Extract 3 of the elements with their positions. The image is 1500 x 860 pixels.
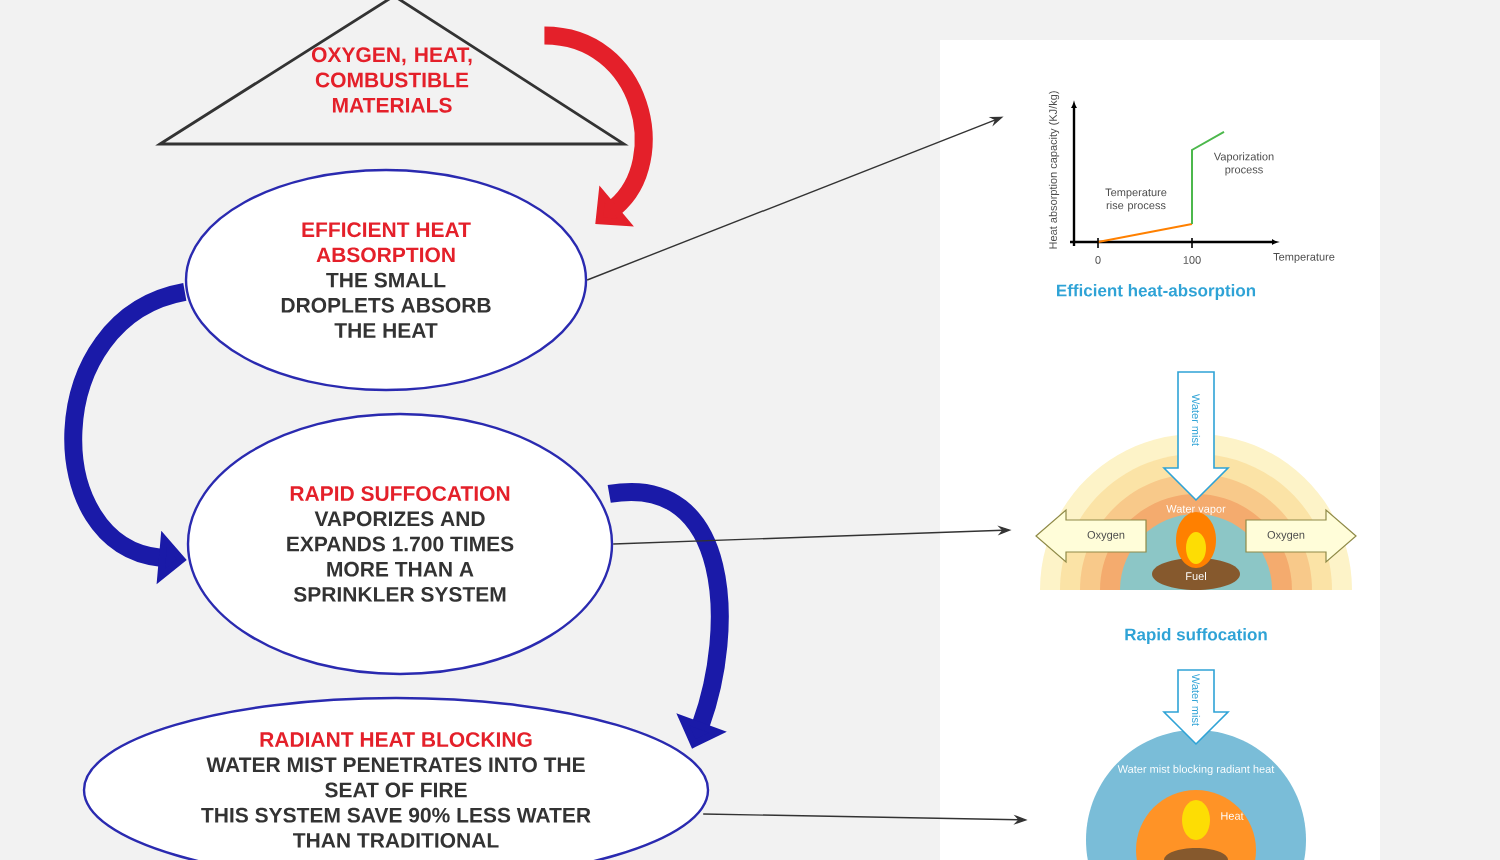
node-label: Rapid suffocation [1125,628,1267,644]
node-label: Efficient heat-absorption [1057,284,1256,300]
curved-arrow [543,26,653,227]
